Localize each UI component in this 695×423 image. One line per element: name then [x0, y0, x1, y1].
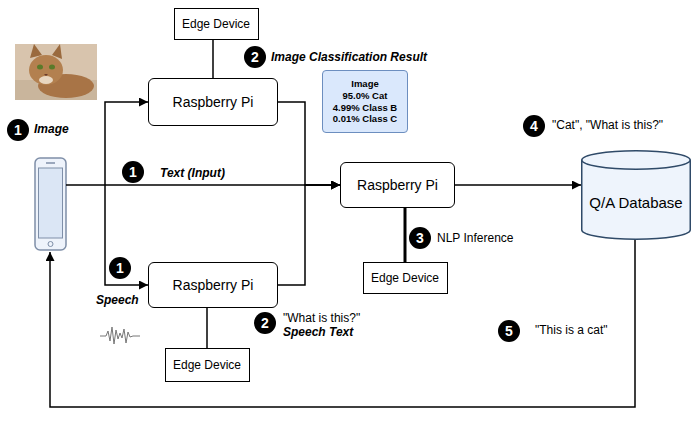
annotation-label: Speech Text	[283, 325, 353, 339]
node-text: 0.01% Class C	[333, 113, 397, 125]
connector-line	[212, 40, 214, 78]
connector-line	[206, 308, 208, 348]
node-text: Raspberry Pi	[357, 177, 438, 193]
annotation-label: Image Classification Result	[271, 50, 427, 64]
callout-number: 1	[122, 161, 144, 183]
node-text: Raspberry Pi	[173, 277, 254, 293]
annotation-label: "What is this?"	[283, 311, 360, 325]
callout-number: 1	[109, 257, 131, 279]
connector-line	[455, 184, 581, 186]
speech-wire	[105, 185, 148, 285]
annotation-label: NLP Inference	[437, 231, 514, 245]
callout-number: 5	[498, 320, 520, 342]
input-wires	[50, 102, 635, 407]
node-text: Edge Device	[371, 271, 439, 285]
classification-result-box: Image95.0% Cat4.99% Class B0.01% Class C	[322, 70, 408, 133]
answer-return-wire	[50, 240, 635, 407]
node-text: Image	[351, 78, 378, 90]
annotation-label: Speech	[96, 293, 139, 307]
cat-photo	[15, 44, 97, 100]
raspberry-pi-box: Raspberry Pi	[340, 162, 455, 208]
node-text: Edge Device	[173, 358, 241, 372]
text-input-wire	[66, 184, 340, 186]
raspberry-pi-box: Raspberry Pi	[148, 262, 278, 308]
edge-device-box: Edge Device	[174, 8, 259, 40]
cylinder-body	[582, 160, 691, 239]
raspberry-pi-box: Raspberry Pi	[148, 78, 278, 126]
node-text: Edge Device	[182, 17, 250, 31]
image-wire	[105, 102, 148, 185]
callout-number: 1	[7, 119, 29, 141]
callout-number: 2	[244, 46, 266, 68]
edge-device-box: Edge Device	[165, 348, 250, 382]
node-text: Q/A Database	[589, 194, 682, 211]
annotation-label: Text (Input)	[160, 166, 225, 180]
connector-line	[278, 185, 340, 285]
connector-line	[404, 208, 407, 262]
node-text: 95.0% Cat	[343, 90, 388, 102]
annotation-label: "Cat", "What is this?"	[552, 118, 663, 132]
node-text: 4.99% Class B	[333, 102, 397, 114]
annotation-label: Image	[34, 122, 69, 136]
node-text: Raspberry Pi	[173, 94, 254, 110]
edge-device-box: Edge Device	[363, 262, 448, 294]
speech-waveform	[100, 327, 140, 344]
annotation-label: "This is a cat"	[535, 323, 608, 337]
callout-number: 4	[523, 115, 545, 137]
cylinder-top	[582, 151, 691, 170]
database-cylinder: Q/A Database	[581, 150, 691, 240]
callout-number: 2	[254, 312, 276, 334]
phone-icon	[35, 158, 66, 250]
callout-number: 3	[409, 227, 431, 249]
